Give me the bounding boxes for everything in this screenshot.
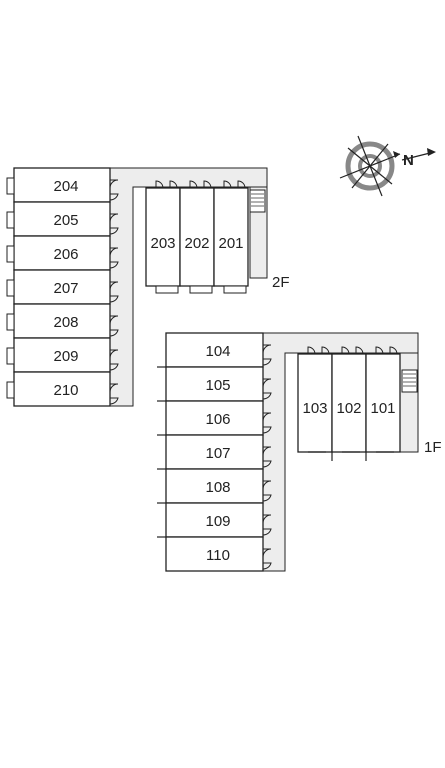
unit-label-202: 202 — [184, 235, 209, 252]
stair-icon — [249, 189, 266, 213]
1f-east-units: 103 102 101 — [297, 346, 401, 461]
unit-label-103: 103 — [302, 400, 327, 417]
unit-label-110: 110 — [206, 547, 230, 564]
unit-label-201: 201 — [218, 235, 243, 252]
unit-label-210: 210 — [53, 382, 78, 399]
unit-label-204: 204 — [53, 178, 78, 195]
stair-icon — [401, 369, 418, 393]
unit-label-105: 105 — [205, 377, 230, 394]
1f-west-units: 104 105 106 107 108 109 110 — [157, 332, 272, 572]
floor-2f-plan: 204 205 206 207 208 209 210 203 — [6, 167, 290, 407]
floor-1f-plan: 104 105 106 107 108 109 110 — [157, 332, 442, 572]
unit-label-208: 208 — [53, 314, 78, 331]
floor-label-1f: 1F — [424, 439, 442, 456]
unit-label-108: 108 — [205, 479, 230, 496]
unit-label-104: 104 — [205, 343, 230, 360]
2f-west-units: 204 205 206 207 208 209 210 — [6, 167, 119, 407]
unit-label-102: 102 — [336, 400, 361, 417]
unit-label-101: 101 — [370, 400, 395, 417]
unit-label-106: 106 — [205, 411, 230, 428]
unit-label-203: 203 — [150, 235, 175, 252]
floor-label-2f: 2F — [272, 274, 290, 291]
unit-label-107: 107 — [205, 445, 230, 462]
unit-label-109: 109 — [205, 513, 230, 530]
unit-label-209: 209 — [53, 348, 78, 365]
unit-label-205: 205 — [53, 212, 78, 229]
compass-rose-icon: N — [339, 135, 436, 197]
unit-label-207: 207 — [53, 280, 78, 297]
2f-east-units: 203 202 201 — [145, 180, 249, 294]
unit-label-206: 206 — [53, 246, 78, 263]
compass-direction-label: N — [403, 152, 414, 169]
